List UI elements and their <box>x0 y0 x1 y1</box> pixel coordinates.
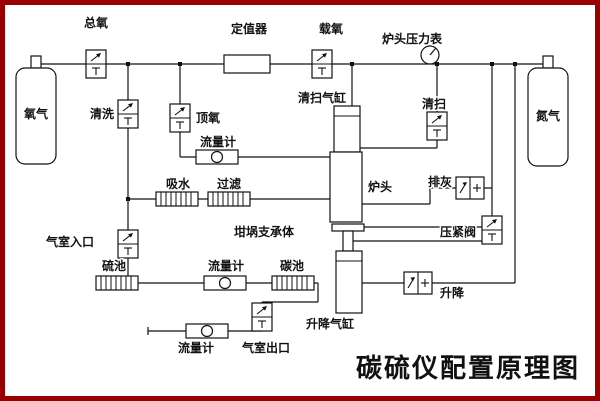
furnace-head-block <box>329 151 363 223</box>
oxygen-tank: 氧气 <box>15 55 57 165</box>
valve-clamp <box>481 215 503 245</box>
lift-cylinder-block <box>335 250 363 314</box>
diagram-title: 碳硫仪配置原理图 <box>356 353 580 384</box>
label-total-oxygen: 总氧 <box>84 15 108 30</box>
label-carrier-oxygen: 载氧 <box>319 21 343 36</box>
nitrogen-tank-body <box>527 67 569 167</box>
label-purge: 清扫 <box>422 96 446 111</box>
valve-top-oxygen <box>169 103 191 133</box>
nitrogen-tank: 氮气 <box>527 55 569 167</box>
valve-chamber-outlet <box>251 302 273 332</box>
label-flow-meter-mid: 流量计 <box>208 258 244 273</box>
flow-meter-top <box>195 149 239 165</box>
label-furnace-pressure-gauge: 炉头压力表 <box>382 31 443 46</box>
oxygen-tank-neck <box>30 55 42 69</box>
label-chamber-outlet: 气室出口 <box>241 340 290 355</box>
label-clamp-valve: 压紧阀 <box>440 224 476 239</box>
valve-lift <box>403 271 433 295</box>
label-purge-cylinder: 清扫气缸 <box>298 90 346 105</box>
label-filter: 过滤 <box>217 176 241 191</box>
flow-meter-bottom <box>185 323 229 339</box>
label-lift-cylinder: 升降气缸 <box>306 316 354 331</box>
nitrogen-tank-neck <box>542 55 554 69</box>
oxygen-tank-label: 氧气 <box>23 106 48 121</box>
label-cleaning: 清洗 <box>90 106 114 121</box>
label-flow-meter-bottom: 流量计 <box>178 340 214 355</box>
valve-cleaning <box>117 99 139 129</box>
regulator-box <box>223 54 271 74</box>
pressure-gauge <box>420 45 440 65</box>
crucible-support-block <box>331 223 365 252</box>
valve-total-oxygen <box>85 49 107 79</box>
labels: 总氧 定值器 载氧 炉头压力表 清洗 顶氧 清扫气缸 清扫 流量计 吸水 过滤 … <box>43 14 477 357</box>
label-furnace-head: 炉头 <box>368 179 392 194</box>
valve-chamber-inlet <box>117 229 139 259</box>
label-flow-meter-top: 流量计 <box>200 134 236 149</box>
sulfur-cell-unit <box>95 275 139 291</box>
nitrogen-tank-label: 氮气 <box>536 108 560 123</box>
valve-purge <box>426 111 448 141</box>
label-ash-discharge: 排灰 <box>428 174 452 189</box>
purge-cylinder-block <box>333 105 361 153</box>
carbon-cell-unit <box>271 275 315 291</box>
label-chamber-inlet: 气室入口 <box>45 234 94 249</box>
water-absorber-unit <box>155 191 199 207</box>
valve-ash-discharge <box>455 176 485 200</box>
label-lift: 升降 <box>440 285 465 300</box>
label-crucible-support: 坩埚支承体 <box>234 224 295 239</box>
label-regulator: 定值器 <box>231 21 268 36</box>
filter-unit <box>207 191 251 207</box>
label-top-oxygen: 顶氧 <box>196 110 220 125</box>
label-water-absorber: 吸水 <box>166 176 191 191</box>
oxygen-tank-body <box>15 67 57 165</box>
flow-meter-mid <box>203 275 247 291</box>
valve-carrier-oxygen <box>311 49 333 79</box>
label-carbon-cell: 碳池 <box>280 258 304 273</box>
label-sulfur-cell: 硫池 <box>102 258 126 273</box>
